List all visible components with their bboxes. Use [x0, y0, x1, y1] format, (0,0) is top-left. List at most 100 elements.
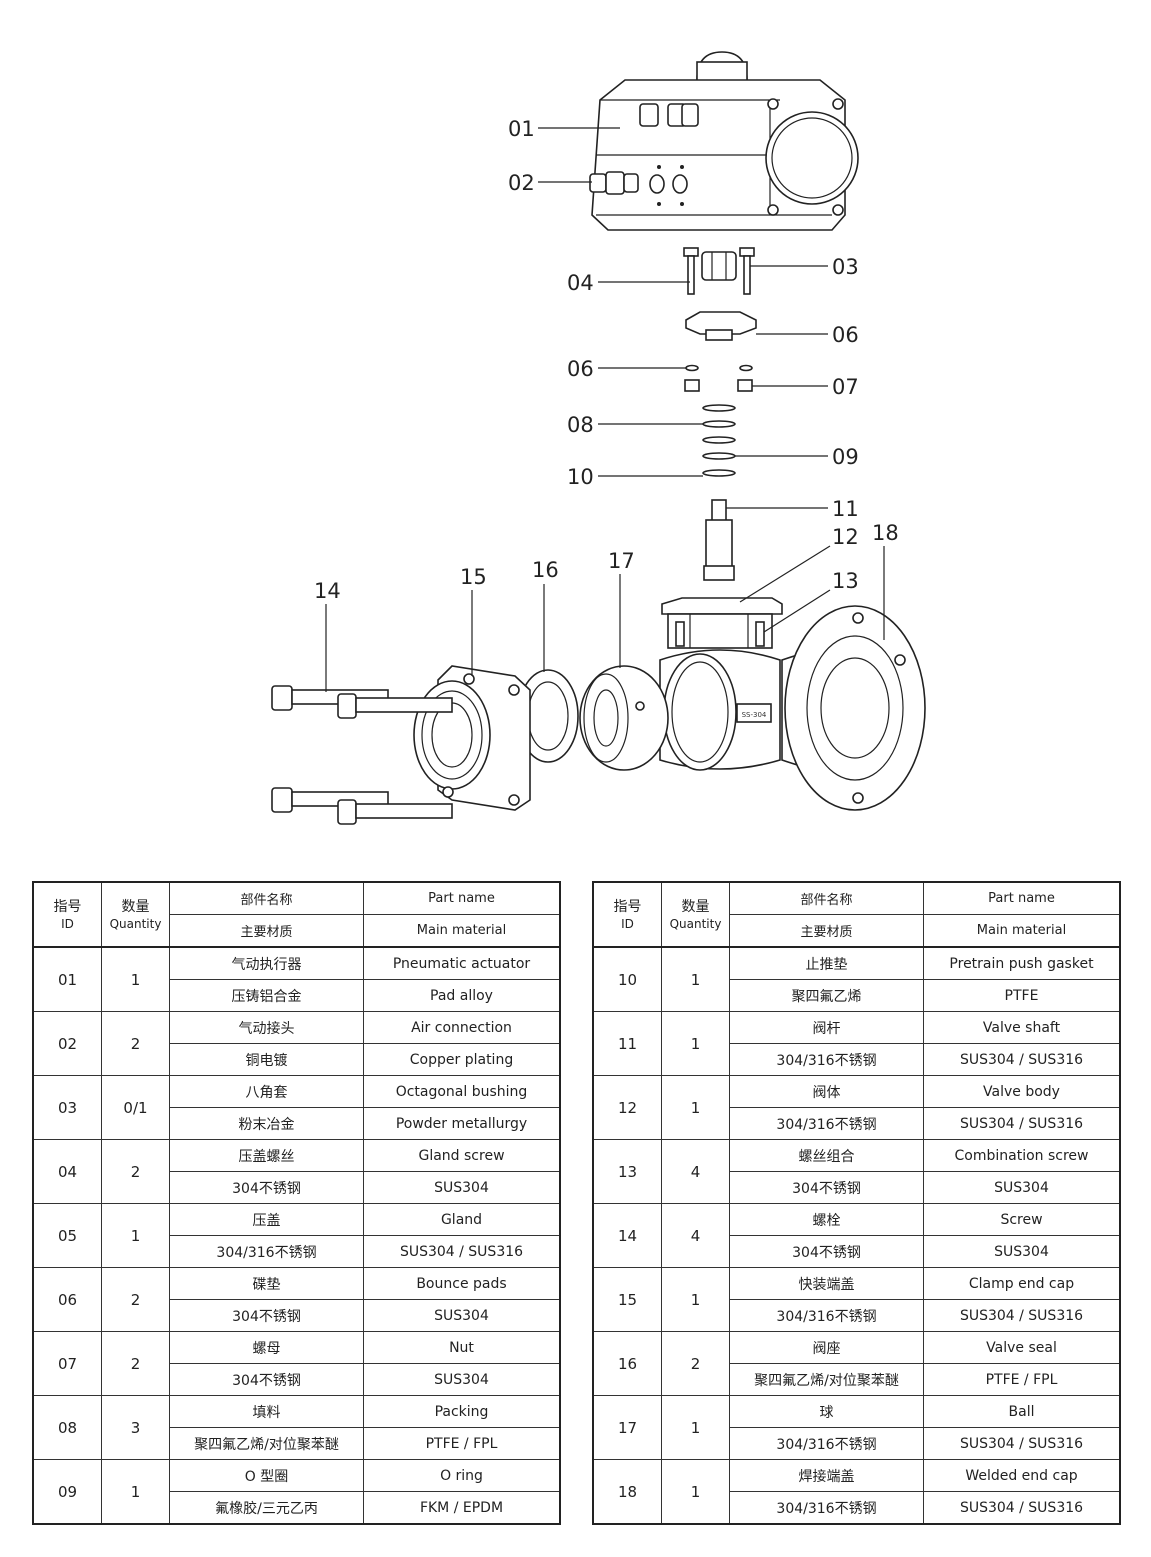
- gland-screw-part: [683, 247, 755, 295]
- part-name-en: Valve seal: [923, 1331, 1120, 1364]
- part-material-cn: 304不锈钢: [169, 1171, 364, 1204]
- callout-06-left: 06: [567, 357, 594, 381]
- part-quantity: 2: [101, 1139, 170, 1204]
- header-material-cn: 主要材质: [169, 914, 364, 948]
- part-name-cn: 焊接端盖: [729, 1459, 924, 1492]
- ball-part: [579, 665, 669, 771]
- part-name-cn: 阀座: [729, 1331, 924, 1364]
- part-name-en: Valve shaft: [923, 1011, 1120, 1044]
- part-material-en: SUS304: [363, 1363, 560, 1396]
- header-id-cn: 指号: [53, 898, 82, 915]
- header-material-en: Main material: [363, 914, 560, 948]
- part-id: 03: [33, 1075, 102, 1140]
- header-qty-en: Quantity: [109, 916, 162, 931]
- part-quantity: 0/1: [101, 1075, 170, 1140]
- part-name-cn: 碟垫: [169, 1267, 364, 1300]
- part-material-cn: 聚四氟乙烯: [729, 979, 924, 1012]
- part-material-en: SUS304 / SUS316: [923, 1299, 1120, 1332]
- valve-body-part: SS-304: [659, 597, 783, 771]
- part-material-cn: 304不锈钢: [729, 1235, 924, 1268]
- part-quantity: 1: [661, 1011, 730, 1076]
- part-name-cn: 气动执行器: [169, 946, 364, 980]
- exploded-view-drawing: SS-304: [271, 51, 926, 825]
- part-id: 13: [593, 1139, 662, 1204]
- callout-01: 01: [508, 117, 535, 141]
- callout-09: 09: [832, 445, 859, 469]
- part-material-cn: 粉末冶金: [169, 1107, 364, 1140]
- callout-03: 03: [832, 255, 859, 279]
- callout-18: 18: [872, 521, 899, 545]
- part-material-cn: 压铸铝合金: [169, 979, 364, 1012]
- header-name-en: Part name: [363, 882, 560, 915]
- part-name-cn: 填料: [169, 1395, 364, 1428]
- part-id: 07: [33, 1331, 102, 1396]
- part-material-cn: 304/316不锈钢: [169, 1235, 364, 1268]
- part-id: 05: [33, 1203, 102, 1268]
- part-material-en: Copper plating: [363, 1043, 560, 1076]
- callout-11: 11: [832, 497, 859, 521]
- part-material-cn: 304不锈钢: [169, 1299, 364, 1332]
- part-id: 01: [33, 946, 102, 1012]
- part-material-cn: 304/316不锈钢: [729, 1427, 924, 1460]
- part-material-en: SUS304 / SUS316: [923, 1491, 1120, 1524]
- part-name-en: Air connection: [363, 1011, 560, 1044]
- callout-16: 16: [532, 558, 559, 582]
- part-quantity: 1: [661, 1267, 730, 1332]
- valve-shaft-part: [703, 499, 735, 581]
- part-name-en: Combination screw: [923, 1139, 1120, 1172]
- leader-lines: [325, 127, 885, 692]
- header-name-cn: 部件名称: [169, 882, 364, 915]
- part-material-cn: 304/316不锈钢: [729, 1107, 924, 1140]
- part-quantity: 4: [661, 1139, 730, 1204]
- part-name-en: Welded end cap: [923, 1459, 1120, 1492]
- part-material-en: PTFE / FPL: [363, 1427, 560, 1460]
- part-quantity: 1: [661, 1075, 730, 1140]
- part-name-en: Gland: [363, 1203, 560, 1236]
- part-material-en: SUS304 / SUS316: [923, 1427, 1120, 1460]
- part-name-cn: 压盖螺丝: [169, 1139, 364, 1172]
- part-name-cn: 螺丝组合: [729, 1139, 924, 1172]
- callout-17: 17: [608, 549, 635, 573]
- header-name-cn: 部件名称: [729, 882, 924, 915]
- part-id: 09: [33, 1459, 102, 1524]
- part-name-cn: 压盖: [169, 1203, 364, 1236]
- part-name-en: Nut: [363, 1331, 560, 1364]
- part-id: 17: [593, 1395, 662, 1460]
- part-name-cn: 螺母: [169, 1331, 364, 1364]
- part-quantity: 1: [661, 946, 730, 1012]
- part-quantity: 3: [101, 1395, 170, 1460]
- part-material-en: SUS304 / SUS316: [363, 1235, 560, 1268]
- callout-10: 10: [567, 465, 594, 489]
- part-quantity: 2: [661, 1331, 730, 1396]
- header-qty-en: Quantity: [669, 916, 722, 931]
- part-material-cn: 氟橡胶/三元乙丙: [169, 1491, 364, 1524]
- part-id: 12: [593, 1075, 662, 1140]
- part-name-cn: 阀体: [729, 1075, 924, 1108]
- part-id: 04: [33, 1139, 102, 1204]
- part-name-en: Valve body: [923, 1075, 1120, 1108]
- part-id: 16: [593, 1331, 662, 1396]
- combination-screw-part: [675, 621, 765, 647]
- callout-13: 13: [832, 569, 859, 593]
- header-qty-cn: 数量: [681, 898, 710, 915]
- gland-part: [685, 311, 757, 341]
